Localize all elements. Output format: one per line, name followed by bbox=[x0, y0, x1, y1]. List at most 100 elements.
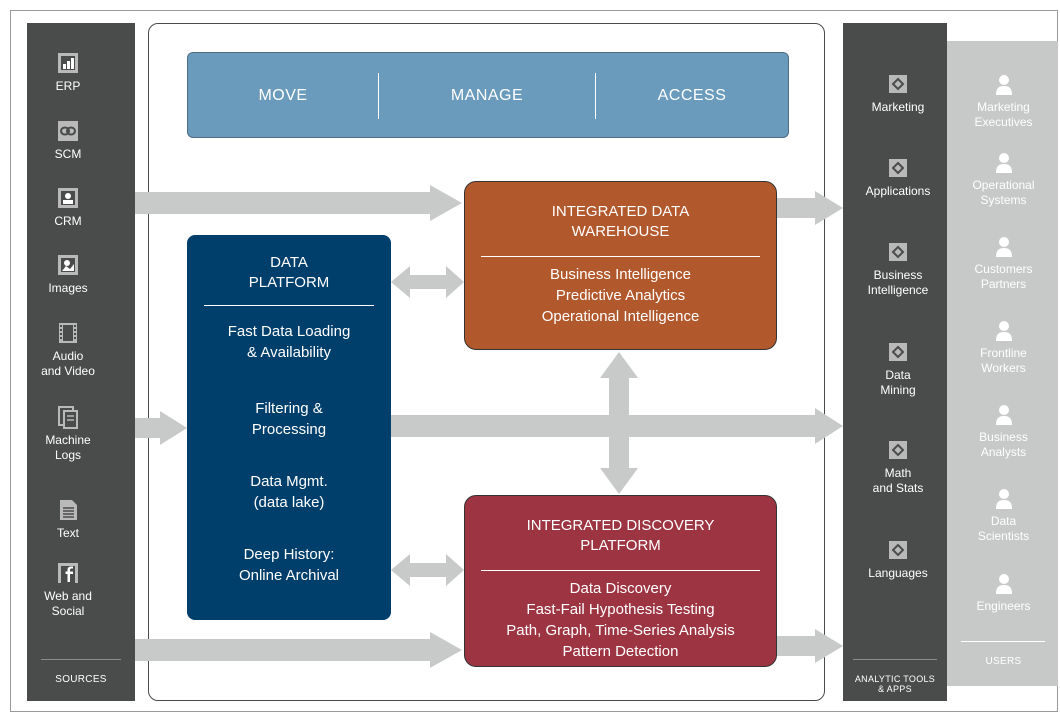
warehouse-item: Business Intelligence bbox=[550, 266, 691, 283]
source-label: Web and Social bbox=[44, 589, 92, 618]
tool-math-and-stats: Math and Stats bbox=[849, 440, 947, 496]
discovery-items: Data Discovery Fast-Fail Hypothesis Test… bbox=[465, 578, 776, 662]
user-label: Business Analysts bbox=[979, 430, 1028, 459]
source-audio-video: Audio and Video bbox=[27, 320, 109, 379]
tool-label: Business Intelligence bbox=[867, 268, 929, 297]
user-frontline-workers: Frontline Workers bbox=[951, 320, 1056, 376]
discovery-item: Path, Graph, Time-Series Analysis bbox=[506, 622, 735, 639]
tools-divider bbox=[853, 659, 937, 660]
integrated-data-warehouse-box: INTEGRATED DATA WAREHOUSE Business Intel… bbox=[464, 181, 777, 350]
source-label: ERP bbox=[55, 79, 81, 93]
tool-diamond-icon bbox=[889, 159, 907, 177]
erp-chart-icon bbox=[58, 53, 78, 73]
facebook-icon bbox=[58, 563, 78, 583]
user-person-icon bbox=[995, 405, 1012, 425]
warehouse-title: INTEGRATED DATA WAREHOUSE bbox=[551, 203, 690, 240]
top-bar-access: ACCESS bbox=[657, 87, 727, 104]
arrow-sources-to-warehouse bbox=[135, 185, 462, 221]
user-person-icon bbox=[995, 153, 1012, 173]
user-person-icon bbox=[995, 75, 1012, 95]
logs-icon bbox=[58, 406, 78, 429]
tool-diamond-icon bbox=[889, 243, 907, 261]
arrow-platform-warehouse-double bbox=[391, 266, 464, 298]
top-bar-manage: MANAGE bbox=[450, 87, 524, 104]
text-document-icon bbox=[60, 500, 77, 520]
user-label: Engineers bbox=[976, 599, 1031, 613]
user-label: Frontline Workers bbox=[980, 346, 1027, 375]
user-marketing-executives: Marketing Executives bbox=[951, 74, 1056, 130]
source-label: CRM bbox=[54, 214, 82, 228]
tool-data-mining: Data Mining bbox=[849, 342, 947, 398]
source-label: Machine Logs bbox=[45, 433, 91, 462]
sources-footer: SOURCES bbox=[55, 674, 107, 685]
data-platform-item: Filtering & Processing bbox=[251, 400, 327, 438]
discovery-item: Fast-Fail Hypothesis Testing bbox=[526, 601, 715, 618]
warehouse-items: Business Intelligence Predictive Analyti… bbox=[465, 264, 776, 327]
tool-languages: Languages bbox=[849, 540, 947, 581]
tool-label: Applications bbox=[865, 184, 931, 198]
top-bar-divider bbox=[595, 73, 596, 119]
film-icon bbox=[59, 323, 77, 343]
discovery-title: INTEGRATED DISCOVERY PLATFORM bbox=[526, 517, 715, 554]
user-label: Marketing Executives bbox=[974, 100, 1033, 129]
source-scm: SCM bbox=[27, 118, 109, 162]
user-data-scientists: Data Scientists bbox=[951, 488, 1056, 544]
source-web-social: Web and Social bbox=[27, 560, 109, 619]
sources-column bbox=[27, 23, 135, 701]
data-platform-title: DATA PLATFORM bbox=[248, 254, 330, 291]
source-label: Images bbox=[48, 281, 88, 295]
user-label: Data Scientists bbox=[977, 514, 1030, 543]
discovery-item: Pattern Detection bbox=[562, 643, 679, 660]
tool-label: Languages bbox=[868, 566, 928, 580]
warehouse-item: Predictive Analytics bbox=[555, 287, 686, 304]
user-person-icon bbox=[995, 489, 1012, 509]
tool-applications: Applications bbox=[849, 158, 947, 199]
warehouse-divider bbox=[481, 256, 760, 257]
arrow-warehouse-discovery-vertical bbox=[600, 352, 638, 494]
source-machine-logs: Machine Logs bbox=[27, 404, 109, 463]
arrow-discovery-to-tools bbox=[777, 629, 843, 663]
user-person-icon bbox=[995, 237, 1012, 257]
user-person-icon bbox=[995, 321, 1012, 341]
user-engineers: Engineers bbox=[951, 573, 1056, 614]
integrated-discovery-platform-box: INTEGRATED DISCOVERY PLATFORM Data Disco… bbox=[464, 495, 777, 667]
top-bar-move: MOVE bbox=[258, 87, 308, 104]
discovery-item: Data Discovery bbox=[569, 580, 672, 597]
arrow-sources-to-discovery bbox=[135, 632, 462, 668]
warehouse-item: Operational Intelligence bbox=[541, 308, 700, 325]
tool-diamond-icon bbox=[889, 441, 907, 459]
data-platform-divider bbox=[204, 305, 374, 306]
source-text: Text bbox=[27, 497, 109, 541]
data-platform-item: Fast Data Loading & Availability bbox=[227, 323, 351, 361]
analytic-tools-column bbox=[843, 23, 947, 701]
arrow-machine-logs-to-platform bbox=[135, 411, 187, 445]
source-crm: CRM bbox=[27, 185, 109, 229]
arrow-warehouse-to-tools bbox=[777, 191, 843, 225]
top-bar-divider bbox=[378, 73, 379, 119]
tool-business-intelligence: Business Intelligence bbox=[849, 242, 947, 298]
user-customers-partners: Customers Partners bbox=[951, 236, 1056, 292]
tool-diamond-icon bbox=[889, 75, 907, 93]
tool-diamond-icon bbox=[889, 541, 907, 559]
tool-label: Data Mining bbox=[880, 368, 916, 397]
image-icon bbox=[58, 255, 78, 275]
data-platform-item: Deep History: Online Archival bbox=[238, 546, 340, 584]
scm-link-icon bbox=[58, 121, 78, 141]
tool-marketing: Marketing bbox=[849, 74, 947, 115]
move-manage-access-bar: MOVE MANAGE ACCESS bbox=[187, 52, 789, 138]
discovery-divider bbox=[481, 570, 760, 571]
user-operational-systems: Operational Systems bbox=[951, 152, 1056, 208]
users-divider bbox=[961, 641, 1045, 642]
tool-label: Math and Stats bbox=[872, 466, 924, 495]
users-footer: USERS bbox=[985, 656, 1022, 667]
user-business-analysts: Business Analysts bbox=[951, 404, 1056, 460]
sources-divider bbox=[41, 659, 121, 660]
source-label: Text bbox=[56, 526, 79, 540]
user-person-icon bbox=[995, 574, 1012, 594]
tools-footer: ANALYTIC TOOLS & APPS bbox=[854, 674, 936, 694]
source-erp: ERP bbox=[27, 50, 109, 94]
tool-label: Marketing bbox=[871, 100, 925, 114]
crm-contacts-icon bbox=[58, 188, 78, 208]
source-label: Audio and Video bbox=[41, 349, 95, 378]
